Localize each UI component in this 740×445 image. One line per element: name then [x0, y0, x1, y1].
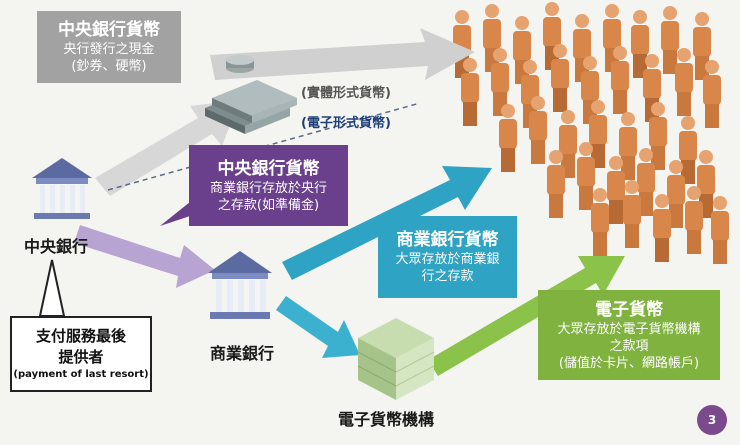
callout-line: 商業銀行存放於央行 — [209, 180, 327, 196]
page-number: 3 — [707, 413, 717, 427]
person-figure — [679, 116, 697, 184]
callout-cb-physical-money: 中央銀行貨幣 央行發行之現金 (鈔券、硬幣) — [37, 11, 181, 83]
callout-line: 行之存款 — [421, 269, 474, 284]
callout-line: (鈔券、硬幣) — [71, 59, 147, 74]
person-figure — [703, 60, 721, 128]
callout-line: 大眾存放於商業銀 — [395, 252, 500, 267]
callout-line: 之存款(如準備金) — [217, 197, 320, 213]
commercial-bank-building-icon — [208, 251, 272, 319]
person-figure — [577, 142, 595, 210]
person-figure — [711, 196, 729, 264]
person-figure — [623, 180, 641, 248]
emoney-institution-building-icon — [357, 318, 435, 400]
person-figure — [483, 4, 501, 72]
last-resort-english: (payment of last resort) — [13, 369, 149, 380]
person-figure — [649, 102, 667, 170]
callout-title: 中央銀行貨幣 — [217, 158, 320, 179]
page-number-badge: 3 — [697, 405, 727, 435]
person-figure — [685, 186, 703, 254]
callout-title: 中央銀行貨幣 — [58, 20, 160, 40]
person-figure — [591, 188, 609, 256]
crowd-of-people — [453, 2, 729, 264]
callout-line: 之款項 — [609, 338, 649, 354]
person-figure — [693, 12, 711, 80]
callout-line: 央行發行之現金 — [63, 42, 155, 57]
person-figure — [499, 104, 517, 172]
person-figure — [603, 4, 621, 72]
person-figure — [637, 148, 655, 216]
person-figure — [619, 112, 637, 180]
last-resort-pointer — [38, 259, 66, 317]
person-figure — [631, 10, 649, 78]
callout-title: 商業銀行貨幣 — [396, 230, 499, 250]
person-figure — [611, 46, 629, 114]
electronic-form-label: (電子形式貨幣) — [301, 116, 391, 131]
last-resort-title-line1: 支付服務最後 — [35, 327, 126, 345]
person-figure — [513, 16, 531, 84]
cb-reserve-pointer — [160, 202, 190, 226]
person-figure — [461, 58, 479, 126]
person-figure — [543, 2, 561, 70]
person-figure — [551, 44, 569, 112]
person-figure — [547, 150, 565, 218]
callout-cb-reserve-money: 中央銀行貨幣 商業銀行存放於央行 之存款(如準備金) — [189, 145, 348, 226]
person-figure — [653, 194, 671, 262]
person-figure — [529, 96, 547, 164]
callout-line: 大眾存放於電子貨幣機構 — [557, 321, 701, 337]
person-figure — [491, 48, 509, 116]
callout-electronic-money: 電子貨幣 大眾存放於電子貨幣機構 之款項 (儲值於卡片、網路帳戶) — [538, 290, 720, 380]
physical-form-label: (實體形式貨幣) — [301, 86, 391, 101]
callout-line: (儲值於卡片、網路帳戶) — [558, 355, 700, 371]
callout-title: 電子貨幣 — [595, 299, 663, 320]
person-figure — [667, 160, 685, 228]
commercial-bank-label: 商業銀行 — [210, 344, 275, 363]
callout-commercial-bank-money: 商業銀行貨幣 大眾存放於商業銀 行之存款 — [378, 216, 517, 298]
arrow-centralbank-to-cash — [95, 100, 240, 196]
last-resort-title-line2: 提供者 — [58, 348, 104, 366]
cash-stack-icon — [205, 55, 297, 134]
arrow-emoney-to-public — [428, 256, 625, 376]
person-figure — [661, 6, 679, 74]
person-figure — [675, 48, 693, 116]
person-figure — [607, 156, 625, 224]
central-bank-label: 中央銀行 — [24, 237, 89, 256]
arrow-centralbank-to-commercial — [74, 225, 215, 288]
arrow-cash-to-public — [210, 28, 475, 80]
emoney-institution-label: 電子貨幣機構 — [338, 410, 435, 429]
central-bank-building-icon — [32, 158, 92, 219]
last-resort-box: 支付服務最後 提供者 (payment of last resort) — [10, 316, 152, 392]
arrow-commercial-to-emoney — [276, 296, 360, 358]
